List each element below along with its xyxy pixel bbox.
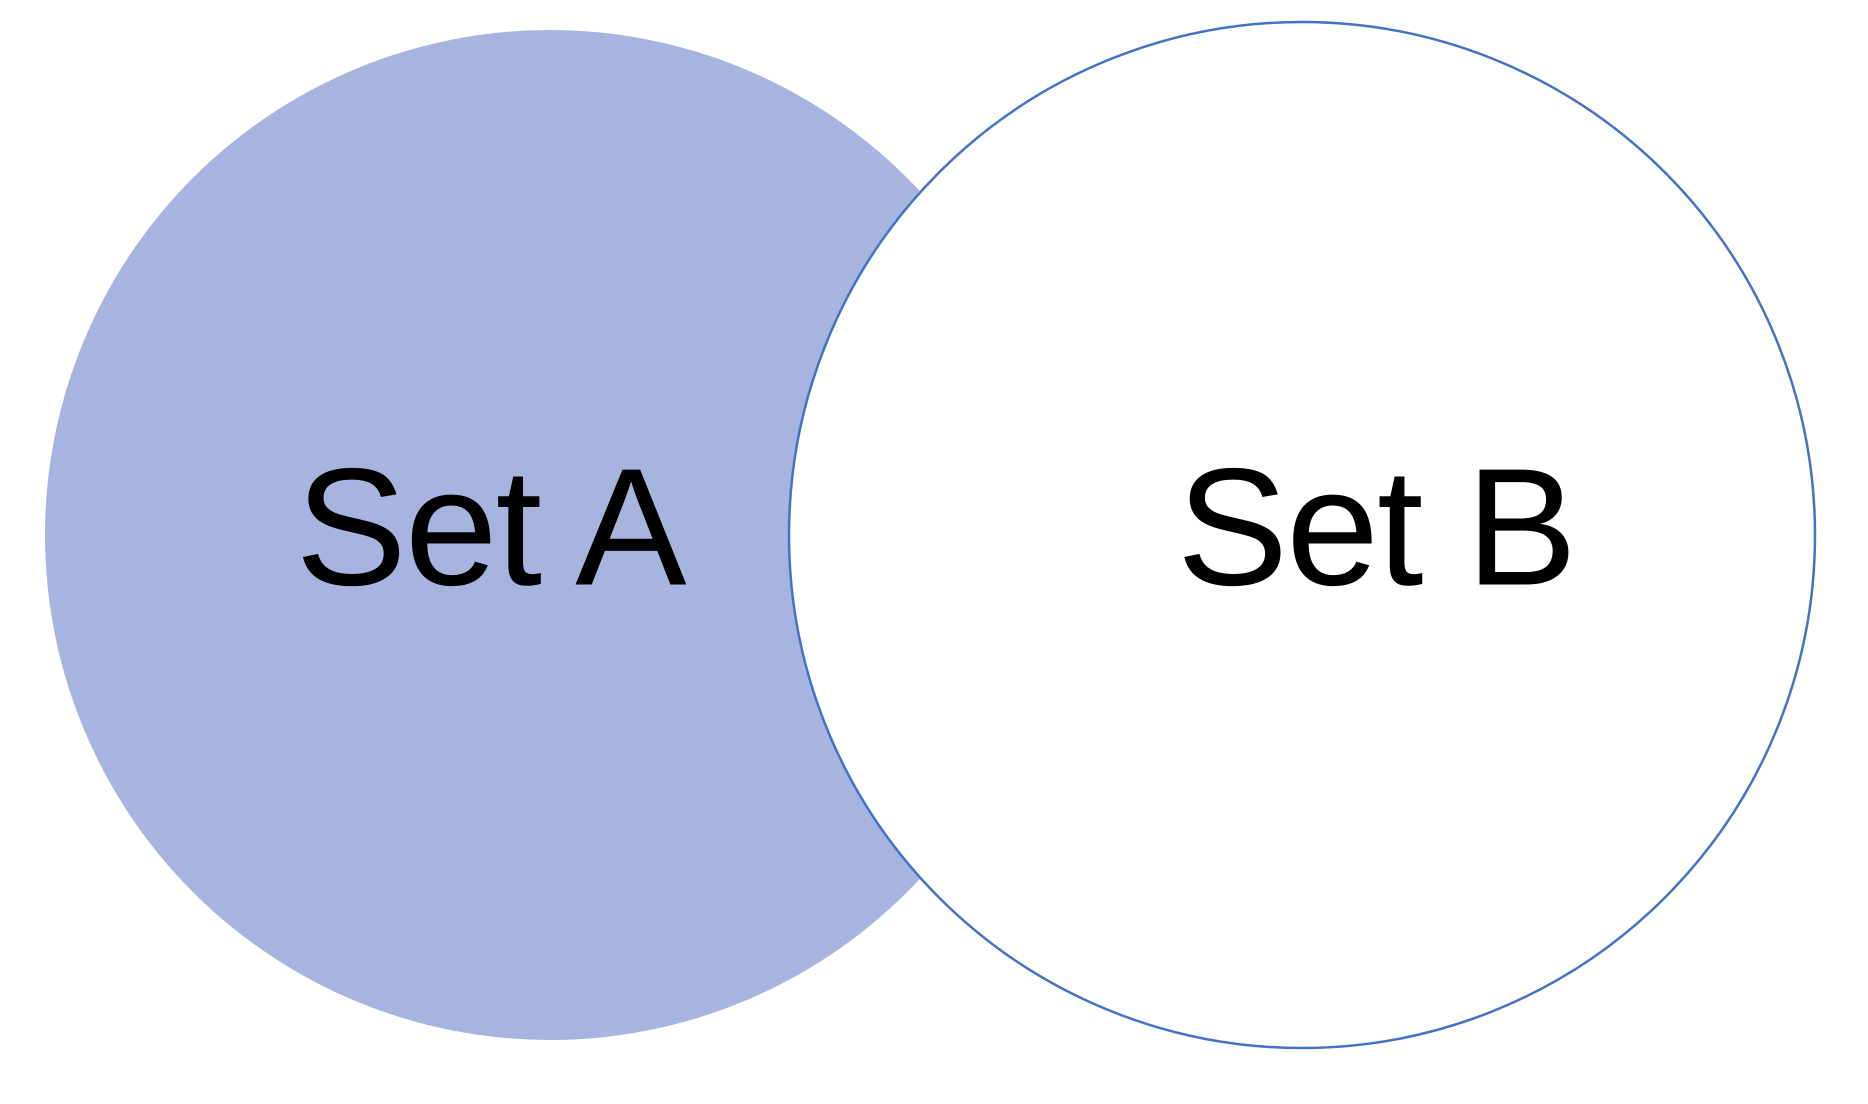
set-a-label: Set A — [295, 434, 686, 621]
set-a-circle — [45, 30, 1055, 1040]
set-b-circle — [787, 20, 1817, 1050]
set-b-label: Set B — [1176, 434, 1577, 621]
